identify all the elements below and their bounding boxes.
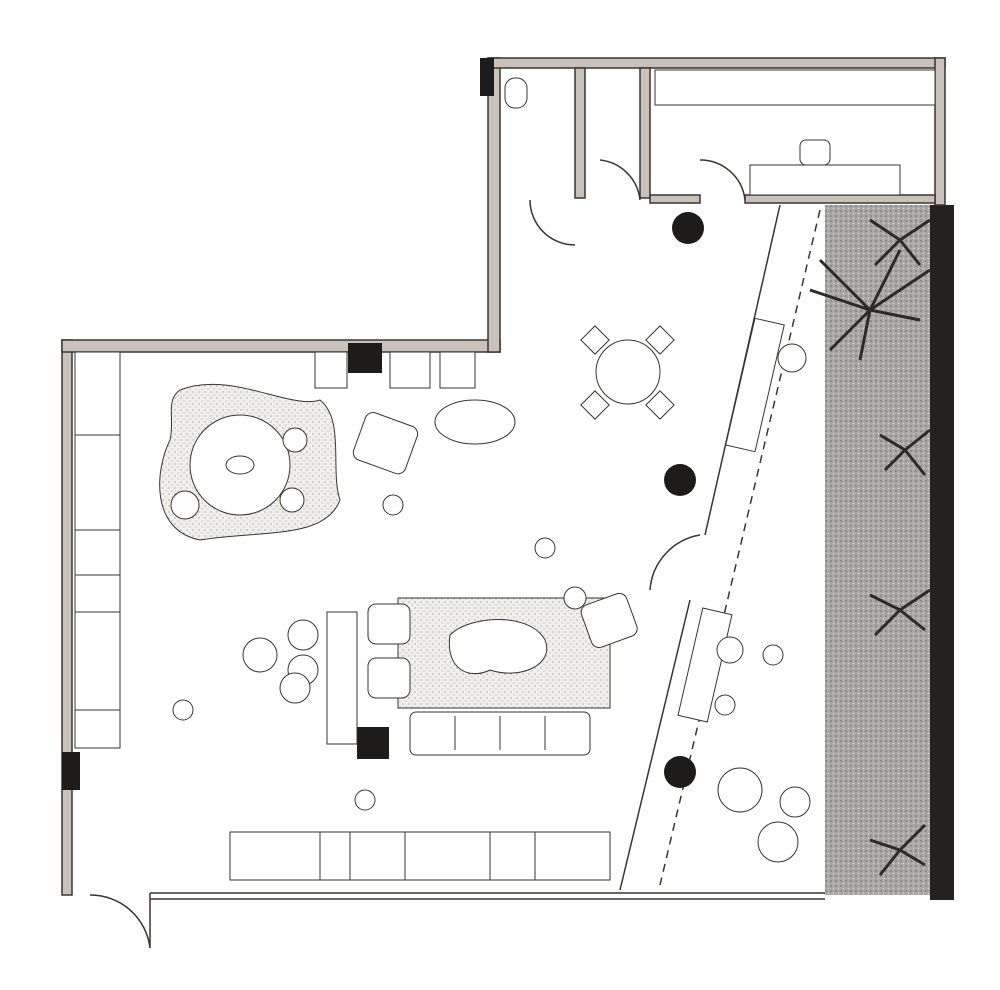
- office-desk: [749, 164, 901, 196]
- stools: [242, 619, 319, 704]
- planter-edge: [930, 205, 954, 900]
- sofa-cushions: [454, 716, 546, 750]
- office-chair: [799, 139, 831, 166]
- planter-bed: [825, 205, 935, 895]
- coffee-table: [448, 619, 548, 675]
- display-cubes: [314, 351, 476, 389]
- bench: [677, 607, 733, 723]
- chair-icon: [279, 487, 305, 513]
- oval-table: [434, 399, 516, 445]
- bench: [725, 317, 785, 453]
- window-wall: [89, 892, 825, 949]
- chair-icon: [580, 325, 675, 420]
- poufs: [563, 343, 811, 863]
- round-table: [189, 414, 291, 516]
- column-icon: [664, 464, 696, 496]
- chair-icon: [282, 427, 308, 453]
- door-swing-icon: [599, 159, 641, 201]
- armchair: [367, 657, 411, 699]
- table-decor: [225, 455, 255, 475]
- plant-icon: [809, 218, 931, 876]
- armchair: [580, 592, 638, 649]
- wall-corner-block: [357, 727, 389, 759]
- column-icon: [664, 756, 696, 788]
- armchair: [352, 412, 419, 475]
- bottom-cabinet: [229, 831, 611, 881]
- column-icon: [672, 212, 704, 244]
- door-swing-icon: [649, 534, 701, 591]
- wall-corner-block: [480, 58, 494, 96]
- door-swing-icon: [529, 199, 576, 246]
- door-swing-icon: [89, 894, 151, 949]
- wall-corner-block: [62, 752, 80, 790]
- chair-icon: [170, 490, 200, 520]
- console-table: [326, 611, 358, 745]
- person-icon: [172, 494, 784, 811]
- bookshelf: [74, 351, 121, 749]
- wall-corner-block: [348, 343, 382, 373]
- office-counter: [654, 69, 936, 106]
- round-table: [595, 339, 661, 405]
- toilet: [504, 77, 528, 109]
- armchair: [367, 603, 411, 645]
- walls: [61, 57, 946, 896]
- door-swing-icon: [699, 159, 746, 201]
